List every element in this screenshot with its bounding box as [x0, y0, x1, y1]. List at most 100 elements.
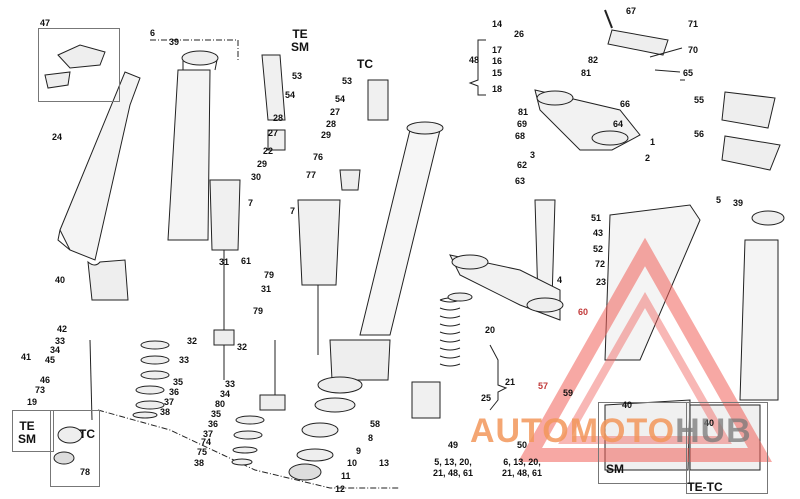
callout-29b: 29	[321, 130, 332, 140]
callout-17: 17	[492, 45, 503, 55]
callout-72: 72	[595, 259, 606, 269]
callout-31b: 31	[261, 284, 272, 294]
variant-box-te-sm-bottom	[12, 410, 54, 452]
variant-header-te-tc-bottom: TE-TC	[687, 480, 723, 494]
variant-header-tc-bottom: TC	[79, 427, 95, 441]
callout-63: 63	[515, 176, 526, 186]
callout-75: 75	[197, 447, 208, 457]
callout-43: 43	[593, 228, 604, 238]
callout-10: 10	[347, 458, 358, 468]
callout-57: 57	[538, 381, 549, 391]
kit-contents: 6, 13, 20, 21, 48, 61	[501, 457, 543, 478]
kit-49: 49 5, 13, 20, 21, 48, 61	[428, 440, 478, 479]
callout-37b: 37	[203, 429, 214, 439]
callout-30: 30	[251, 172, 262, 182]
callout-32a: 32	[187, 336, 198, 346]
callout-65: 65	[683, 68, 694, 78]
callout-45: 45	[45, 355, 56, 365]
callout-12: 12	[335, 484, 346, 494]
variant-box-sm-bottom	[598, 402, 690, 484]
callout-33a: 33	[55, 336, 66, 346]
callout-77: 77	[306, 170, 317, 180]
callout-60: 60	[578, 307, 589, 317]
callout-56: 56	[694, 129, 705, 139]
callout-74: 74	[201, 437, 212, 447]
callout-3: 3	[530, 150, 536, 160]
handlebar-clamp-box	[38, 28, 120, 102]
kit-number: 50	[516, 440, 527, 450]
callout-18: 18	[492, 84, 503, 94]
callout-25: 25	[481, 393, 492, 403]
callout-32b: 32	[237, 342, 248, 352]
callout-9: 9	[356, 446, 362, 456]
callout-38a: 38	[160, 407, 171, 417]
callout-36b: 36	[208, 419, 219, 429]
callout-24: 24	[52, 132, 63, 142]
callout-8: 8	[368, 433, 374, 443]
callout-15: 15	[492, 68, 503, 78]
callout-31a: 31	[219, 257, 230, 267]
callout-37a: 37	[164, 397, 175, 407]
variant-box-te-tc-bottom	[686, 402, 768, 494]
callout-64: 64	[613, 119, 624, 129]
callout-40a: 40	[55, 275, 66, 285]
callout-67: 67	[626, 6, 637, 16]
callout-20: 20	[485, 325, 496, 335]
callout-4: 4	[557, 275, 563, 285]
callout-52: 52	[593, 244, 604, 254]
callout-82: 82	[588, 55, 599, 65]
callout-55: 55	[694, 95, 705, 105]
callout-68: 68	[515, 131, 526, 141]
callout-35a: 35	[173, 377, 184, 387]
callout-80: 80	[215, 399, 226, 409]
callout-53b: 53	[342, 76, 353, 86]
callout-27a: 27	[268, 128, 279, 138]
callout-6: 6	[150, 28, 156, 38]
callout-51: 51	[591, 213, 602, 223]
callout-76: 76	[313, 152, 324, 162]
callout-36a: 36	[169, 387, 180, 397]
callout-48: 48	[469, 55, 480, 65]
callout-22: 22	[263, 146, 274, 156]
callout-71: 71	[688, 19, 699, 29]
callout-5: 5	[716, 195, 722, 205]
variant-header-sm-bottom: SM	[606, 462, 624, 476]
kit-50: 50 6, 13, 20, 21, 48, 61	[494, 440, 550, 479]
callout-14: 14	[492, 19, 503, 29]
callout-33b: 33	[179, 355, 190, 365]
variant-box-tc-bottom	[50, 410, 100, 487]
callout-66: 66	[620, 99, 631, 109]
kit-contents: 5, 13, 20, 21, 48, 61	[432, 457, 474, 478]
callout-21: 21	[505, 377, 516, 387]
variant-header-te-sm-top: TE SM	[291, 27, 309, 54]
callout-62: 62	[517, 160, 528, 170]
watermark-text-part1: AUTOMOTO	[470, 412, 676, 450]
callout-81a: 81	[518, 107, 529, 117]
callout-41: 41	[21, 352, 32, 362]
callout-13: 13	[379, 458, 390, 468]
callout-16: 16	[492, 56, 503, 66]
kit-number: 49	[447, 440, 458, 450]
callout-40c: 40	[704, 418, 715, 428]
callout-7a: 7	[248, 198, 254, 208]
callout-34b: 34	[220, 389, 231, 399]
callout-11: 11	[341, 471, 351, 481]
callout-79b: 79	[253, 306, 264, 316]
callout-39a: 39	[169, 37, 180, 47]
callout-7b: 7	[290, 206, 296, 216]
callout-2: 2	[645, 153, 651, 163]
callout-79a: 79	[264, 270, 275, 280]
callout-46: 46	[40, 375, 51, 385]
callout-53a: 53	[292, 71, 303, 81]
callout-54b: 54	[335, 94, 346, 104]
watermark: AUTOMOTOHUB	[470, 412, 752, 451]
variant-header-tc-top: TC	[357, 57, 373, 71]
callout-27b: 27	[330, 107, 341, 117]
callout-35b: 35	[211, 409, 222, 419]
callout-70: 70	[688, 45, 699, 55]
callout-40b: 40	[622, 400, 633, 410]
callout-78: 78	[80, 467, 91, 477]
callout-54a: 54	[285, 90, 296, 100]
callout-81b: 81	[581, 68, 592, 78]
